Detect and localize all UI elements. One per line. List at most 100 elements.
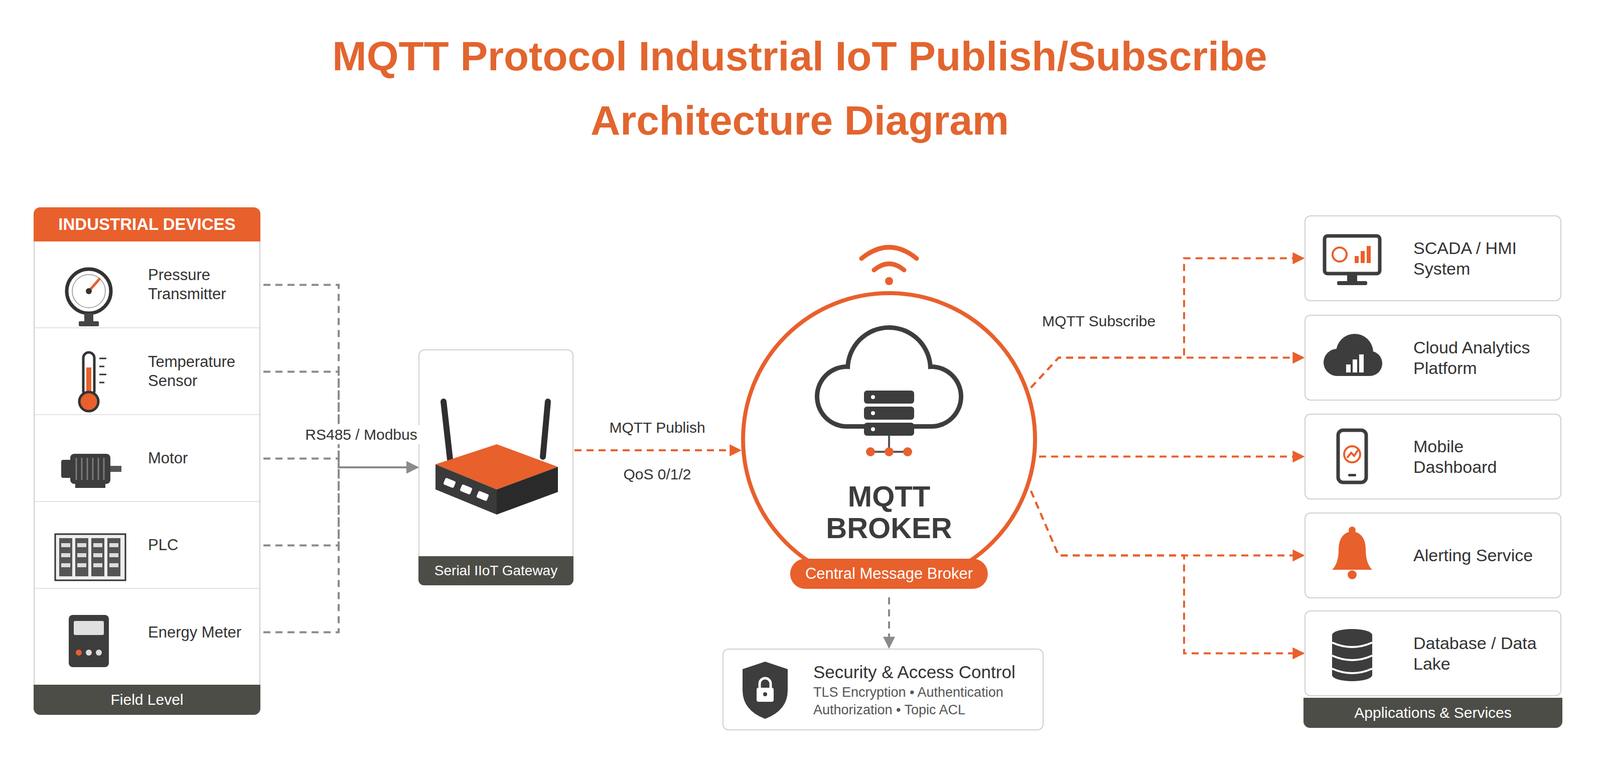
device-panel: INDUSTRIAL DEVICES Field Level Pressure Tr… (33, 207, 261, 715)
cloud-server-icon-part (863, 406, 915, 420)
device-row: Motor (34, 414, 260, 502)
pressure-gauge-icon-part (78, 321, 99, 327)
device-row: Temperature Sensor (34, 328, 260, 415)
motor-icon-part-part (81, 457, 83, 480)
bell-icon-part (1332, 530, 1373, 570)
cloud-server-icon-part (863, 422, 915, 436)
device-row: PLC (34, 501, 260, 589)
monitor-icon-part (1324, 235, 1380, 274)
thermometer-icon-part (99, 381, 105, 384)
device-row: Energy Meter (34, 588, 260, 676)
plc-icon-part (59, 537, 121, 576)
lock-shield-icon-part (756, 687, 774, 702)
pressure-gauge-icon-part (72, 274, 106, 308)
gateway-router-icon-part (542, 401, 548, 457)
cloud-analytics-icon-part (1337, 359, 1370, 376)
motor-icon-part (70, 453, 111, 484)
plc-icon-part-part (77, 552, 87, 557)
motor-icon-part (76, 457, 104, 480)
thermometer-icon-part (99, 373, 107, 376)
monitor-icon (1324, 235, 1380, 285)
applications-panel: Applications & Services SCADA / HMI Syste… (1304, 215, 1562, 727)
cloud-analytics-icon (1323, 333, 1383, 376)
energy-meter-icon-part (95, 649, 102, 656)
energy-meter-icon (68, 614, 109, 667)
motor-icon-part (75, 483, 106, 488)
gateway-router-icon-part (496, 466, 558, 515)
device-label: Energy Meter (148, 622, 251, 642)
energy-meter-icon-part (75, 649, 82, 656)
energy-meter-icon-part (73, 620, 104, 635)
device-label: Temperature Sensor (148, 352, 251, 390)
panel-footer: Field Level (33, 684, 261, 715)
service-box: SCADA / HMI System (1304, 215, 1562, 302)
service-label: Mobile Dashboard (1413, 435, 1542, 478)
plc-icon-part-part (93, 562, 103, 567)
qos-label: QoS 0/1/2 (619, 464, 695, 484)
phone-icon (1338, 429, 1367, 483)
plc-icon-part-part (107, 537, 121, 576)
dashed-connector (574, 449, 741, 452)
gateway-router-icon-part (476, 490, 490, 501)
cloud-analytics-icon-part (1346, 364, 1351, 373)
pressure-gauge-icon-part (85, 287, 92, 295)
dashed-connector (1031, 258, 1304, 388)
thermometer-icon-part (79, 391, 99, 411)
service-label: Cloud Analytics Platform (1413, 337, 1542, 379)
panel-header: INDUSTRIAL DEVICES (33, 207, 261, 242)
database-icon-part (1332, 642, 1373, 647)
cloud-server-icon-part (846, 386, 932, 429)
security-title: Security & Access Control (813, 660, 1035, 684)
pressure-gauge-icon (66, 268, 111, 327)
plc-icon-part-part (91, 537, 105, 576)
device-label: Pressure Transmitter (148, 265, 251, 303)
monitor-icon-part (1354, 255, 1359, 263)
panel-footer: Applications & Services (1303, 697, 1563, 728)
lock-shield-icon-part (742, 661, 788, 719)
dashed-connector (263, 371, 418, 468)
cloud-server-icon-part (870, 426, 876, 431)
cloud-server-icon (814, 325, 964, 457)
monitor-icon-part (1347, 273, 1358, 282)
database-icon-part (1332, 668, 1373, 673)
security-box: Security & Access ControlTLS Encryption … (722, 648, 1044, 731)
motor-icon-part (61, 459, 72, 478)
connector-label: MQTT Publish (605, 417, 709, 438)
plc-icon-part-part (109, 552, 119, 557)
database-icon-part (1332, 628, 1373, 641)
monitor-icon-part (1332, 247, 1347, 262)
cloud-server-icon-part (863, 390, 915, 404)
wifi-icon-part (874, 263, 905, 271)
wifi-icon-part (861, 247, 917, 259)
energy-meter-icon-part (85, 649, 92, 656)
plc-icon-part-part (109, 562, 119, 567)
lock-shield-icon-part (763, 691, 768, 696)
security-body: TLS Encryption • Authentication Authoriz… (813, 683, 1035, 719)
gateway-router-icon-part (443, 477, 457, 488)
service-label: Database / Data Lake (1413, 632, 1542, 674)
wifi-icon (861, 247, 917, 286)
gateway-router-icon (435, 401, 558, 515)
phone-icon-part (1348, 473, 1357, 477)
dashed-connector (263, 467, 418, 546)
wifi-icon-part (885, 276, 894, 285)
dashed-connector (1031, 357, 1304, 388)
connector-label: MQTT Subscribe (1038, 311, 1160, 331)
plc-icon-part-part (93, 552, 103, 557)
gateway-router-icon-part (443, 401, 451, 460)
plc-icon-part-part (61, 542, 71, 547)
monitor-icon-part (1366, 245, 1371, 263)
database-icon (1332, 628, 1373, 681)
gateway-router-icon-part (459, 483, 473, 495)
plc-icon-part-part (75, 537, 89, 576)
service-box: Cloud Analytics Platform (1304, 314, 1562, 401)
lock-shield-icon-part (759, 677, 771, 689)
service-label: SCADA / HMI System (1413, 237, 1542, 279)
broker-pill: Central Message Broker (790, 558, 988, 589)
database-icon-part (1332, 668, 1373, 681)
bell-icon (1332, 526, 1373, 579)
motor-icon-part-part (97, 457, 100, 480)
gateway-router-icon-part (435, 464, 497, 515)
cloud-server-icon-part (865, 447, 876, 457)
plc-icon-part-part (93, 542, 103, 547)
